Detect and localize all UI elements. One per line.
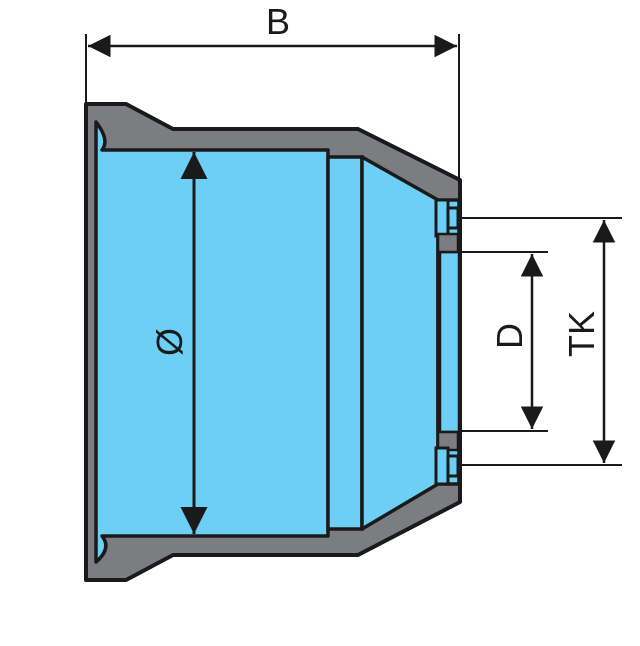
- drum-cavity-main: [94, 120, 330, 564]
- bolt-hole-bottom: [434, 430, 460, 486]
- center-hole: [438, 250, 461, 434]
- b-label: B: [266, 1, 290, 42]
- diameter-label: Ø: [149, 328, 190, 356]
- d-label: D: [489, 323, 530, 349]
- tk-label: TK: [561, 311, 602, 357]
- drum-step: [326, 155, 364, 531]
- drum-taper: [360, 155, 440, 531]
- bolt-hole-top: [434, 198, 460, 254]
